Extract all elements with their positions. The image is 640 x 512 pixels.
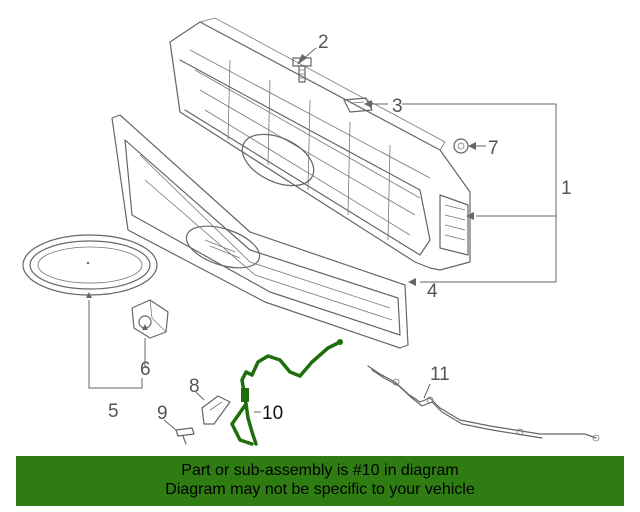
leader-lines [88, 47, 557, 431]
callout-9: 9 [157, 403, 168, 424]
clip [343, 97, 373, 113]
grille-upper [169, 17, 471, 271]
parts-diagram: 1 2 3 4 5 6 7 8 9 10 11 [22, 17, 600, 446]
notice-line-2: Diagram may not be specific to your vehi… [165, 481, 475, 498]
wiring-harness-highlighted [230, 339, 343, 446]
callout-1: 1 [561, 178, 572, 199]
fastener [175, 427, 195, 445]
callout-4: 4 [427, 281, 438, 302]
callout-6: 6 [140, 359, 151, 380]
wiring-harness-secondary [367, 365, 600, 442]
camera [131, 299, 169, 339]
notice-line-1: Part or sub-assembly is #10 in diagram [181, 462, 459, 479]
emblem [22, 234, 158, 296]
arrowheads [86, 54, 476, 330]
callout-2: 2 [318, 32, 329, 53]
notice-banner: Part or sub-assembly is #10 in diagram D… [16, 456, 624, 506]
callout-5: 5 [108, 401, 119, 422]
callout-10: 10 [262, 403, 283, 424]
nut [453, 138, 469, 154]
bracket [201, 395, 231, 425]
callout-7: 7 [488, 138, 499, 159]
grille-surround [111, 114, 409, 349]
callout-3: 3 [392, 96, 403, 117]
callout-11: 11 [430, 364, 450, 385]
callout-8: 8 [189, 376, 200, 397]
